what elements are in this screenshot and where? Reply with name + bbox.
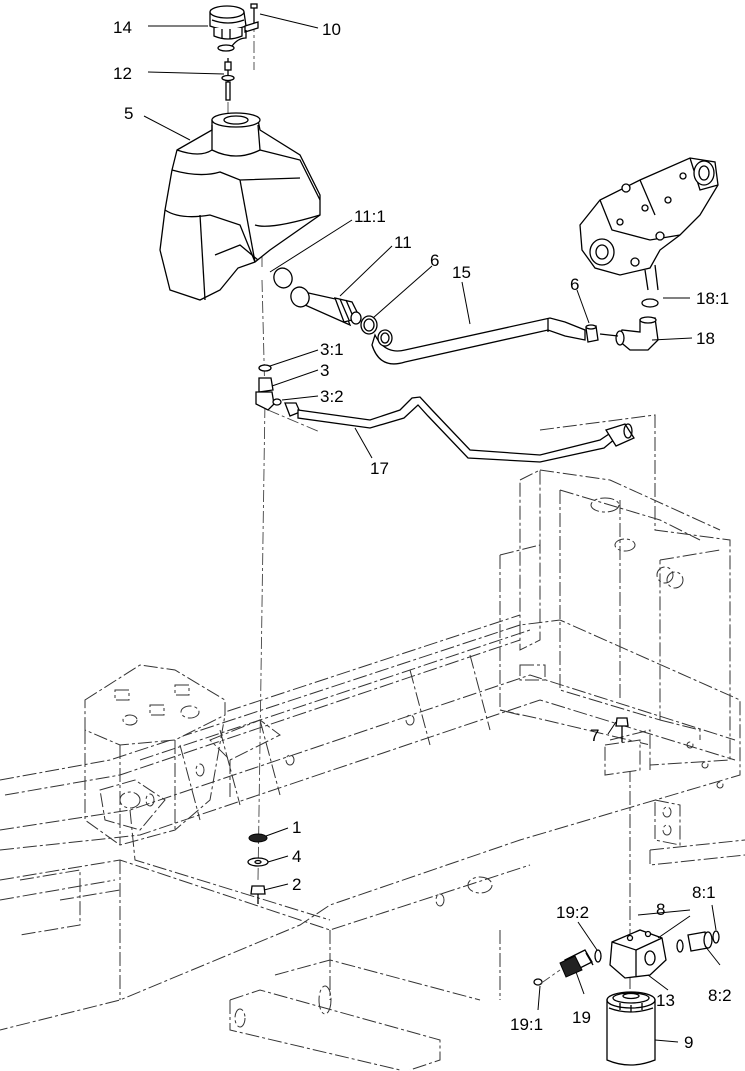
callout-2: 2	[292, 875, 301, 894]
pump-elbow-fitting	[599, 298, 659, 351]
callout-18: 18	[696, 329, 715, 348]
tank-outlet-fitting	[273, 267, 362, 327]
tank-return-fitting	[255, 364, 282, 411]
tank-mount-hardware	[247, 833, 269, 904]
callout-8-1: 8:1	[692, 883, 716, 902]
radiator-phantom	[499, 414, 731, 1000]
callout-19: 19	[572, 1008, 591, 1027]
fuel-tank	[159, 112, 321, 301]
fuel-gauge	[221, 58, 235, 101]
callout-18-1: 18:1	[696, 289, 729, 308]
callout-5: 5	[124, 104, 133, 123]
callout-11: 11	[394, 233, 412, 252]
callout-labels: 14 10 12 5 11:1 11 6 15 6 18:1 18 3:1 3 …	[113, 18, 732, 1052]
fuel-cap	[209, 5, 247, 40]
supply-hose	[371, 317, 586, 365]
bracket-bolt	[604, 717, 641, 776]
callout-6-right: 6	[570, 275, 579, 294]
callout-8: 8	[656, 900, 665, 919]
callout-17: 17	[370, 459, 389, 478]
callout-8-2: 8:2	[708, 986, 732, 1005]
hydraulic-pump	[579, 157, 719, 291]
callout-19-2: 19:2	[556, 903, 589, 922]
callout-3: 3	[320, 361, 329, 380]
filter-inlet-fitting	[533, 949, 602, 986]
callout-4: 4	[292, 847, 301, 866]
callout-9: 9	[684, 1033, 693, 1052]
callout-12: 12	[113, 64, 132, 83]
callout-3-2: 3:2	[320, 387, 344, 406]
control-panel-phantom	[84, 664, 281, 846]
filter-head	[609, 929, 667, 979]
callout-13: 13	[656, 991, 675, 1010]
callout-15: 15	[452, 263, 471, 282]
callout-7: 7	[590, 726, 599, 745]
callout-1: 1	[292, 818, 301, 837]
callout-19-1: 19:1	[510, 1015, 543, 1034]
callout-10: 10	[322, 20, 341, 39]
callout-3-1: 3:1	[320, 340, 344, 359]
hose-clamp-right	[585, 324, 599, 343]
callout-11-1: 11:1	[354, 207, 386, 226]
leader-lines	[143, 13, 721, 1043]
screw-clip	[217, 3, 259, 52]
return-tube	[284, 396, 635, 463]
callout-6-left: 6	[430, 251, 439, 270]
callout-14: 14	[113, 18, 132, 37]
filter-outlet-fitting	[676, 930, 720, 953]
hydraulic-filter	[606, 991, 656, 1066]
hose-clamp-left	[360, 315, 378, 335]
